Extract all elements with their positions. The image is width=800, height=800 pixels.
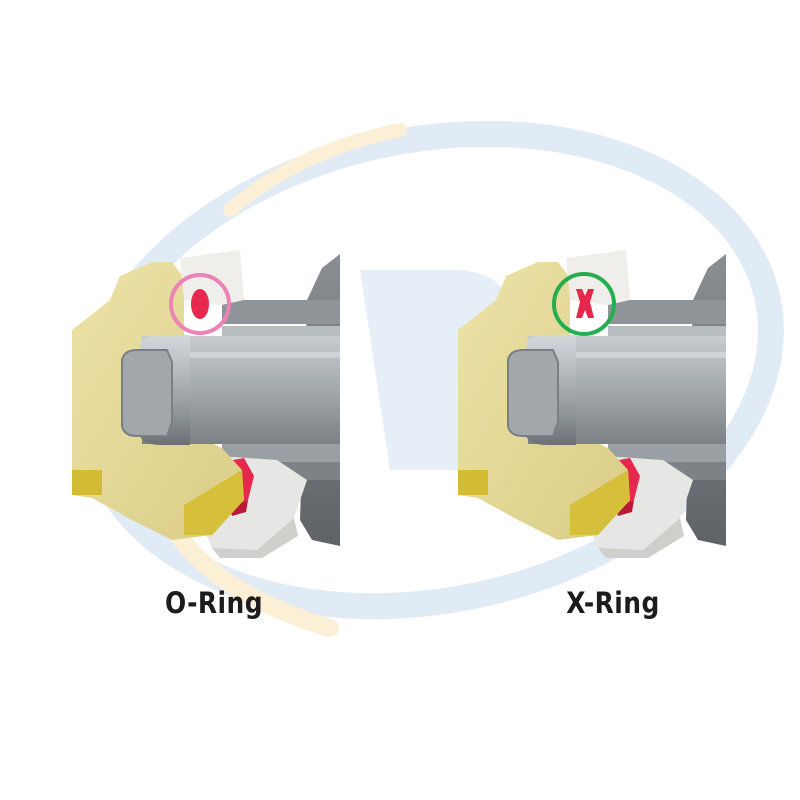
o-ring-marker-circle: [169, 273, 231, 335]
chain-cross-section: [71, 249, 341, 559]
chain-cross-section: [457, 249, 727, 559]
x-ring-label: X-Ring: [566, 586, 660, 620]
x-ring-marker-circle: [552, 272, 616, 336]
o-ring-panel: [71, 249, 341, 559]
x-ring-seal: [576, 289, 594, 318]
o-ring-label: O-Ring: [165, 586, 263, 620]
x-ring-panel: [457, 249, 727, 559]
o-ring-seal: [191, 289, 209, 319]
